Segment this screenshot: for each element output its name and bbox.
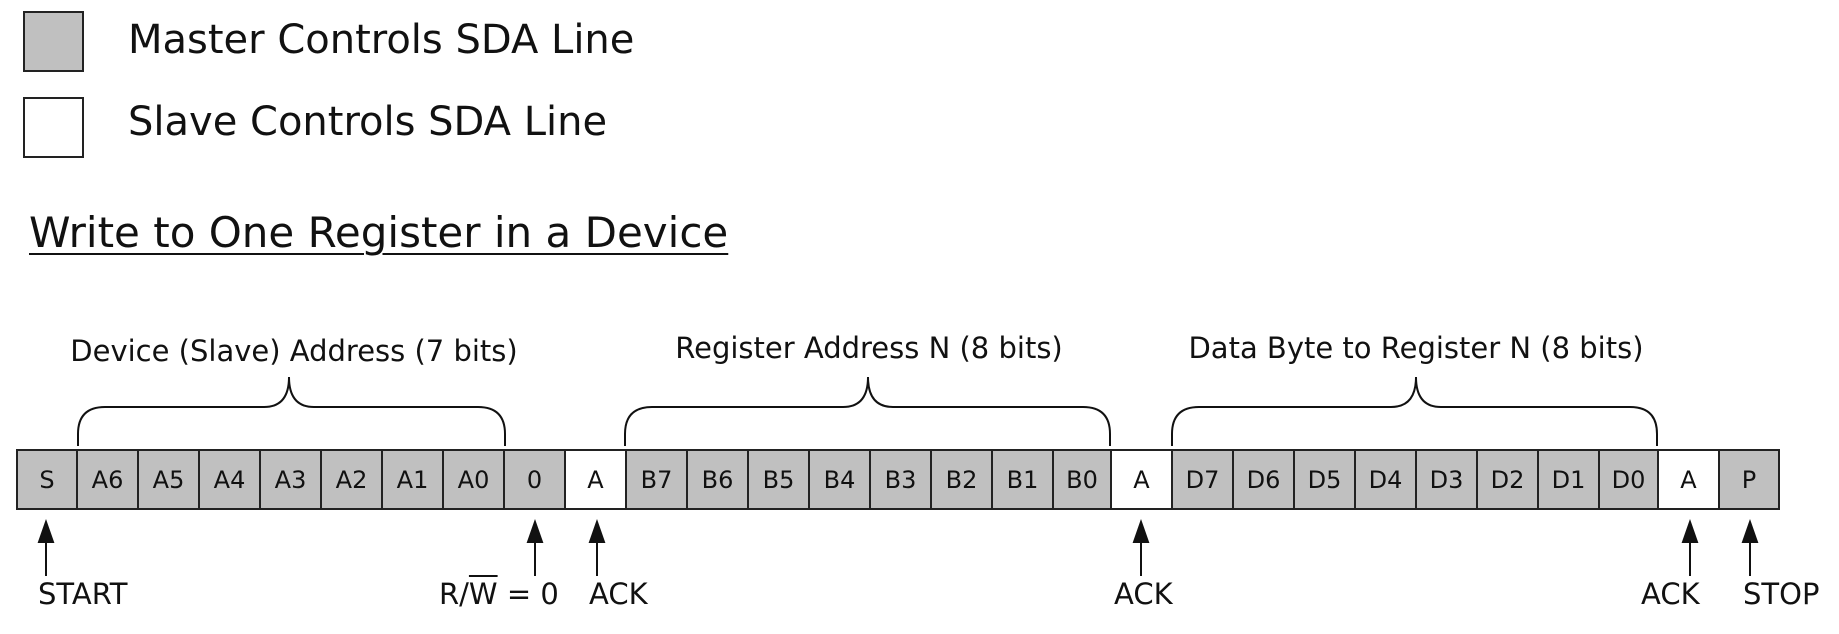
legend-swatch-master [23, 11, 84, 72]
bit-cell-a5: A5 [137, 449, 200, 510]
arrow-rw [526, 518, 544, 576]
bit-cell-d0: D0 [1598, 449, 1659, 510]
bit-cell-b3: B3 [869, 449, 932, 510]
marker-label-start: START [38, 577, 128, 611]
marker-label-stop: STOP [1743, 577, 1820, 611]
bit-cell-a2: A2 [320, 449, 383, 510]
bit-cell-ack-1: A [564, 449, 627, 510]
bit-cell-d5: D5 [1293, 449, 1356, 510]
bit-cell-ack-3: A [1657, 449, 1720, 510]
bit-cell-b2: B2 [930, 449, 993, 510]
legend-label-slave: Slave Controls SDA Line [128, 99, 608, 145]
group-label-device-address: Device (Slave) Address (7 bits) [70, 334, 518, 368]
bit-cell-start: S [16, 449, 78, 510]
bit-cell-b7: B7 [625, 449, 688, 510]
bit-cell-b4: B4 [808, 449, 871, 510]
arrow-start [37, 518, 55, 576]
diagram-title: Write to One Register in a Device [29, 208, 729, 257]
bit-cell-b5: B5 [747, 449, 810, 510]
bit-cell-b1: B1 [991, 449, 1054, 510]
arrow-ack-3 [1681, 518, 1699, 576]
bit-cell-b6: B6 [686, 449, 749, 510]
bit-cell-rw: 0 [503, 449, 566, 510]
bit-cell-d6: D6 [1232, 449, 1295, 510]
bit-cell-d1: D1 [1537, 449, 1600, 510]
bit-cell-a0: A0 [442, 449, 505, 510]
bit-cell-d7: D7 [1171, 449, 1234, 510]
bit-cell-stop: P [1718, 449, 1780, 510]
group-label-data-byte: Data Byte to Register N (8 bits) [1188, 331, 1644, 365]
bit-cell-ack-2: A [1110, 449, 1173, 510]
bit-cell-d3: D3 [1415, 449, 1478, 510]
bit-cell-b0: B0 [1052, 449, 1112, 510]
brace-register-address [624, 376, 1111, 446]
marker-label-ack-1: ACK [589, 577, 648, 611]
group-label-register-address: Register Address N (8 bits) [675, 331, 1063, 365]
marker-label-ack-3: ACK [1641, 577, 1700, 611]
brace-data-byte [1171, 376, 1658, 446]
brace-device-address [77, 376, 506, 446]
bit-cell-a4: A4 [198, 449, 261, 510]
bit-cell-a6: A6 [76, 449, 139, 510]
marker-label-rw: R/W = 0 [439, 577, 559, 611]
marker-label-ack-2: ACK [1114, 577, 1173, 611]
arrow-ack-2 [1132, 518, 1150, 576]
bit-cell-a1: A1 [381, 449, 444, 510]
bit-cell-d2: D2 [1476, 449, 1539, 510]
bit-cell-d4: D4 [1354, 449, 1417, 510]
arrow-stop [1741, 518, 1759, 576]
arrow-ack-1 [588, 518, 606, 576]
bit-cell-a3: A3 [259, 449, 322, 510]
legend-label-master: Master Controls SDA Line [128, 17, 635, 63]
legend-swatch-slave [23, 97, 84, 158]
